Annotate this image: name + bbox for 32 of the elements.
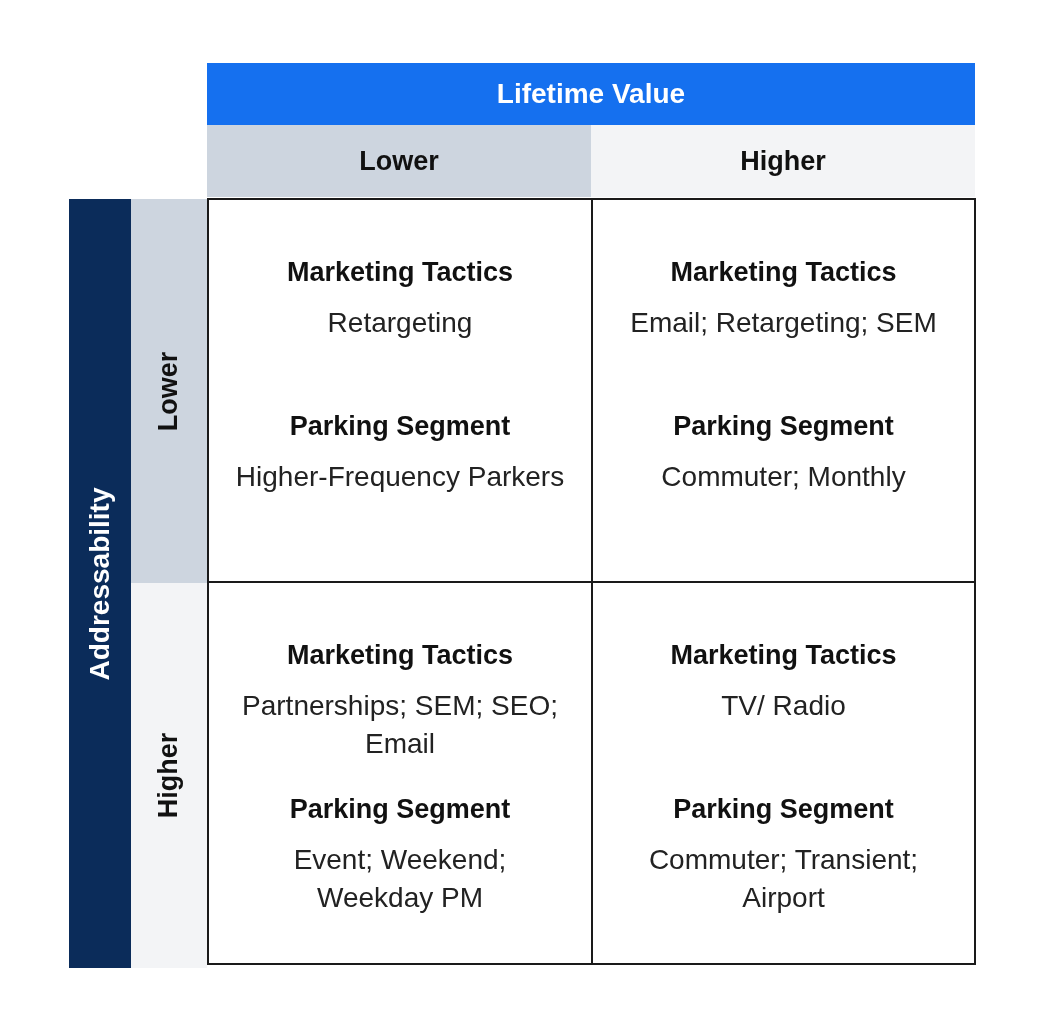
cell-heading: Parking Segment [673, 410, 894, 443]
row-header [131, 583, 207, 968]
cell-text: Email; Retargeting; SEM [629, 306, 938, 340]
cell-heading: Marketing Tactics [286, 639, 514, 672]
column-header [591, 125, 975, 197]
cell-text: Commuter; Monthly [660, 460, 907, 494]
cell-text: Higher-Frequency Parkers [235, 460, 565, 494]
cell-text: Event; Weekend; Weekday PM [292, 843, 508, 915]
row-header [69, 199, 131, 968]
matrix-cell [591, 198, 976, 583]
cell-heading: Marketing Tactics [670, 639, 897, 672]
cell-text: Partnerships; SEM; SEO; Email [241, 689, 559, 761]
header-label: Lifetime Value [496, 78, 686, 110]
header-label: Higher [153, 732, 185, 819]
cell-heading: Parking Segment [673, 793, 894, 826]
cell-heading: Parking Segment [289, 793, 511, 826]
cell-text: TV/ Radio [720, 689, 847, 723]
header-label: Lower [359, 145, 439, 177]
column-header [207, 125, 591, 197]
cell-heading: Marketing Tactics [286, 256, 514, 289]
row-header [131, 199, 207, 583]
matrix-cell [207, 581, 593, 965]
header-label: Higher [740, 145, 826, 177]
cell-heading: Marketing Tactics [670, 256, 897, 289]
column-header [207, 63, 975, 125]
header-label: Addressability [84, 487, 116, 680]
cell-text: Commuter; Transient; Airport [647, 843, 920, 915]
header-label: Lower [153, 351, 185, 431]
matrix-cell [591, 581, 976, 965]
matrix-cell [207, 198, 593, 583]
cell-text: Retargeting [326, 306, 474, 340]
cell-heading: Parking Segment [289, 410, 511, 443]
